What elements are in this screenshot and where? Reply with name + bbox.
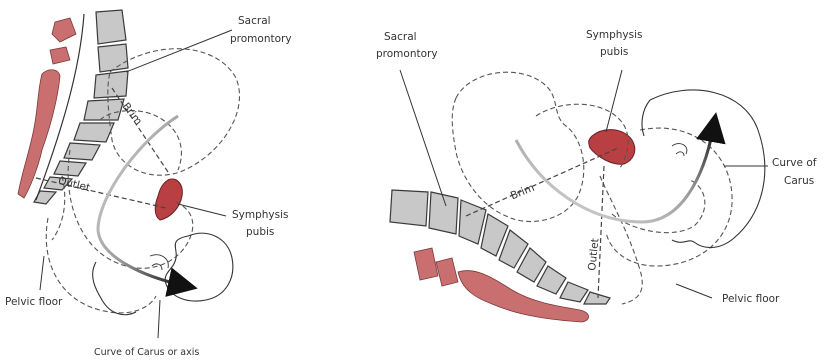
left-diagram: Sacral promontory Brim Outlet Symphysis … [5, 10, 292, 358]
left-symphysis-pubis [155, 179, 182, 220]
right-label-sacral-promontory-1: Sacral [384, 31, 417, 43]
right-fetal-outline [642, 90, 765, 248]
left-label-outlet: Outlet [57, 175, 91, 195]
right-label-curve-of-carus-2: Carus [784, 175, 814, 187]
right-label-symphysis-pubis-2: pubis [600, 46, 628, 58]
right-label-sacral-promontory-2: promontory [376, 48, 438, 60]
left-label-symphysis-pubis-2: pubis [246, 226, 274, 238]
right-label-pelvic-floor: Pelvic floor [722, 293, 780, 305]
left-label-sacral-promontory-2: promontory [230, 33, 292, 45]
right-label-curve-of-carus-1: Curve of [772, 157, 817, 169]
left-label-curve-of-carus: Curve of Carus or axis [94, 347, 199, 358]
left-fetal-outline [93, 233, 233, 314]
right-diagram: Sacral promontory Symphysis pubis Brim O… [376, 29, 817, 322]
left-small-curl [150, 255, 168, 270]
right-outlet-line [598, 166, 604, 298]
right-brim-line [466, 148, 618, 216]
left-label-symphysis-pubis-1: Symphysis [232, 209, 289, 221]
left-label-sacral-promontory-1: Sacral [238, 15, 271, 27]
right-small-curl [672, 144, 687, 156]
right-label-brim: Brim [509, 182, 536, 202]
left-label-brim: Brim [120, 101, 145, 128]
right-label-symphysis-pubis-1: Symphysis [586, 29, 643, 41]
left-label-pelvic-floor: Pelvic floor [5, 296, 63, 308]
